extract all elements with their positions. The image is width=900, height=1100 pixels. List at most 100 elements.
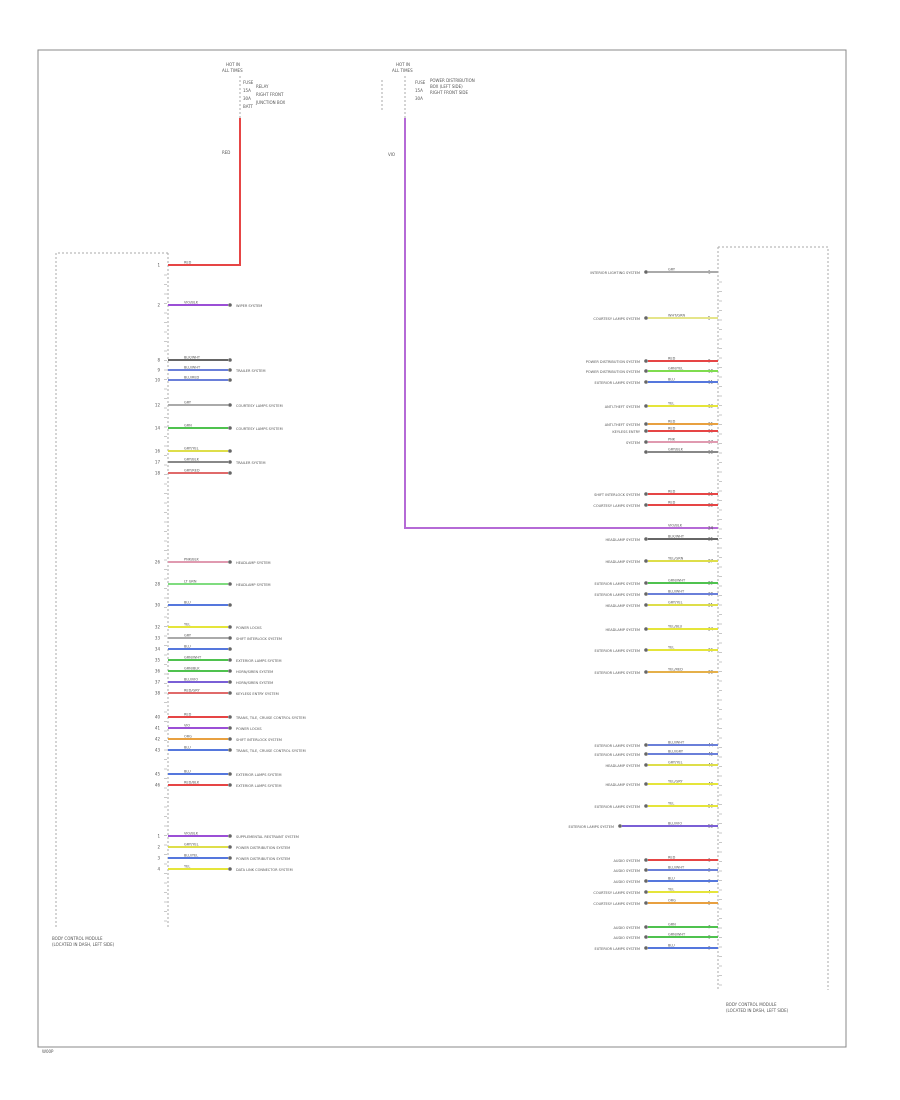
wire-color: BLU/WHT: [184, 366, 201, 370]
connector-dot: [228, 726, 232, 730]
connector-dot: [644, 559, 648, 563]
pin-number: 26: [155, 560, 161, 565]
wire-color: GRN/WHT: [668, 933, 686, 937]
pin-number: 35: [155, 658, 161, 663]
wire-destination: POWER LOCKS: [236, 727, 262, 731]
top-mid-source-fuse-2: 15A: [415, 88, 423, 93]
wire-destination: POWER DISTRIBUTION SYSTEM: [586, 360, 640, 364]
wire-destination: TRANS, TILE, CRUISE CONTROL SYSTEM: [235, 749, 306, 753]
wire-destination: HEADLAMP SYSTEM: [605, 764, 640, 768]
connector-dot: [228, 845, 232, 849]
right-wire: 9BLUEXTERIOR LAMPS SYSTEM: [595, 944, 718, 951]
wire-color: VIO/BLK: [184, 832, 199, 836]
footer-code: W00P: [42, 1049, 54, 1054]
wire-color: GRY/YEL: [184, 843, 199, 847]
connector-dot: [228, 834, 232, 838]
wire-destination: AUDIO SYSTEM: [613, 936, 640, 940]
wire-destination: EXTERIOR LAMPS SYSTEM: [236, 659, 282, 663]
top-left-source: HOT IN ALL TIMES FUSE 15A 30A BATT RELAY…: [222, 62, 285, 155]
right-wire: 15REDANTI-THEFT SYSTEM: [605, 420, 718, 427]
top-mid-source-header-2: ALL TIMES: [392, 68, 413, 73]
right-wire: 50YELEXTERIOR LAMPS SYSTEM: [595, 802, 718, 809]
top-left-source-fuse-1: FUSE: [243, 80, 254, 85]
top-left-source-fuse-4: BATT: [243, 104, 254, 109]
wire-color: ORG: [184, 735, 192, 739]
wire-destination: ANTI-THEFT SYSTEM: [605, 405, 640, 409]
pin-number: 37: [155, 680, 161, 685]
wire-color: RED/GRY: [184, 689, 200, 693]
wire-destination: SHIFT INTERLOCK SYSTEM: [236, 738, 282, 742]
wire-destination: HEADLAMP SYSTEM: [236, 583, 271, 587]
wire-color: RED: [668, 420, 676, 424]
wire-color: RED: [184, 261, 192, 265]
connector-dot: [644, 316, 648, 320]
wire-destination: HEADLAMP SYSTEM: [605, 538, 640, 542]
top-left-source-header-2: ALL TIMES: [222, 68, 243, 73]
wire-destination: POWER DISTRIBUTION SYSTEM: [236, 846, 290, 850]
connector-dot: [228, 669, 232, 673]
connector-dot: [228, 647, 232, 651]
wire-color: YEL/BLU: [668, 625, 683, 629]
wire-color: ORG: [668, 899, 676, 903]
wire-color: BLU/WHT: [668, 866, 685, 870]
wire-color: BLU/YEL: [184, 854, 198, 858]
wire-color: GRY: [668, 268, 676, 272]
wire-color: BLU: [184, 645, 191, 649]
pin-number: 42: [155, 737, 161, 742]
wire-destination: COURTESY LAMPS SYSTEM: [593, 504, 640, 508]
wire-color: BLU/WHT: [668, 590, 685, 594]
connector-dot: [644, 868, 648, 872]
wire-color: RED: [184, 713, 192, 717]
connector-dot: [228, 358, 232, 362]
left-wire: 42 ORG SHIFT INTERLOCK SYSTEM: [155, 735, 282, 743]
wire-color: GRN: [668, 923, 676, 927]
wire-destination: SHIFT INTERLOCK SYSTEM: [594, 493, 640, 497]
connector-dot: [228, 625, 232, 629]
wire-color: GRY/RED: [184, 469, 200, 473]
connector-dot: [644, 925, 648, 929]
right-wire: 11BLUEXTERIOR LAMPS SYSTEM: [595, 378, 718, 385]
right-wire: 7GRNAUDIO SYSTEM: [613, 923, 718, 930]
wire-destination: KEYLESS ENTRY SYSTEM: [236, 692, 279, 696]
wire-destination: COURTESY LAMPS SYSTEM: [593, 902, 640, 906]
wire-destination: WIPER SYSTEM: [236, 304, 262, 308]
connector-dot: [644, 270, 648, 274]
top-mid-source-desc-1: POWER DISTRIBUTION: [430, 78, 475, 83]
feed-wire-red: [168, 118, 241, 266]
connector-dot: [228, 582, 232, 586]
connector-dot: [228, 460, 232, 464]
wire-color: VIO/BLK: [184, 301, 199, 305]
pin-number: 2: [157, 845, 160, 850]
wire-destination: AUDIO SYSTEM: [613, 880, 640, 884]
pin-number: 46: [155, 783, 161, 788]
wire-destination: AUDIO SYSTEM: [613, 859, 640, 863]
feed-wire-violet: [404, 118, 718, 529]
wire-destination: EXTERIOR LAMPS SYSTEM: [595, 947, 641, 951]
pin-number: 40: [155, 715, 161, 720]
wire-destination: EXTERIOR LAMPS SYSTEM: [236, 784, 282, 788]
connector-dot: [228, 368, 232, 372]
connector-dot: [644, 603, 648, 607]
wire-color: BLU: [184, 746, 191, 750]
left-module-outline: [55, 252, 168, 928]
wire-destination: EXTERIOR LAMPS SYSTEM: [595, 671, 641, 675]
connector-dot: [644, 503, 648, 507]
pin-number: 16: [155, 449, 161, 454]
wire-destination: POWER DISTRIBUTION SYSTEM: [586, 370, 640, 374]
connector-dot: [644, 380, 648, 384]
wire-color: BLU: [184, 601, 191, 605]
connector-dot: [228, 603, 232, 607]
wire-destination: HEADLAMP SYSTEM: [605, 604, 640, 608]
connector-dot: [228, 856, 232, 860]
connector-dot: [228, 715, 232, 719]
right-wire: 21REDSHIFT INTERLOCK SYSTEM: [594, 490, 718, 497]
